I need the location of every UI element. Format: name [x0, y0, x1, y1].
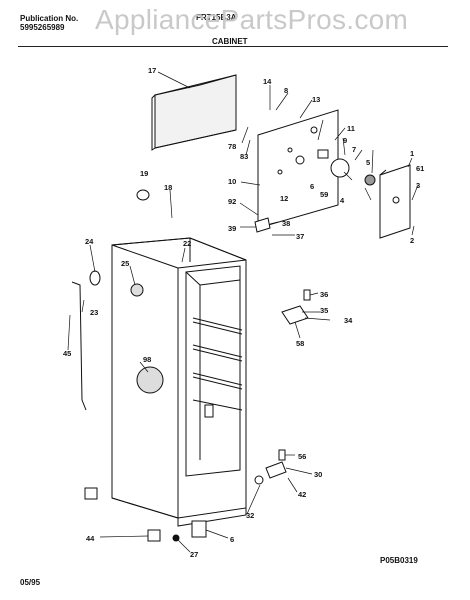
callout-5: 5: [366, 158, 370, 167]
hinge-part-38: [254, 217, 271, 233]
header-rule: [18, 46, 448, 47]
callout-19: 19: [140, 169, 148, 178]
callout-56: 56: [298, 452, 306, 461]
diagram-code: P05B0319: [380, 556, 418, 565]
callout-24: 24: [85, 237, 94, 246]
callout-38: 38: [282, 219, 290, 228]
callout-58: 59: [320, 190, 328, 199]
hinge-part-35: [281, 305, 309, 325]
callout-4: 4: [340, 196, 345, 205]
part-56: [278, 449, 286, 461]
publication-date: 05/95: [20, 578, 41, 587]
callout-8: 8: [284, 86, 288, 95]
watermark: AppliancePartsPros.com: [95, 4, 409, 35]
callout-6-bottom: 6: [230, 535, 234, 544]
callout-13: 13: [312, 95, 320, 104]
callout-78: 78: [228, 142, 236, 151]
control-housing-part-10: [257, 109, 339, 229]
callout-12: 12: [280, 194, 288, 203]
callout-92: 92: [228, 197, 236, 206]
callout-34: 34: [344, 316, 353, 325]
callout-35: 35: [320, 306, 328, 315]
callout-44: 44: [86, 534, 95, 543]
part-36: [303, 289, 311, 301]
callout-23: 23: [90, 308, 98, 317]
callout-37: 37: [296, 232, 304, 241]
callout-18: 18: [164, 183, 172, 192]
callout-3: 3: [416, 181, 420, 190]
callout-7: 7: [352, 145, 356, 154]
callout-17: 17: [148, 66, 156, 75]
leader-lines: [67, 71, 419, 553]
part-25: [130, 283, 144, 297]
callout-32: 32: [246, 511, 254, 520]
callout-10: 10: [228, 177, 236, 186]
callout-39: 39: [228, 224, 236, 233]
part-callouts: 17 14 8 13 78 83 11 9 7 5 1 61 3 2 6 59 …: [63, 66, 424, 559]
callout-9: 9: [343, 136, 347, 145]
callout-1: 1: [410, 149, 414, 158]
callout-27: 27: [190, 550, 198, 559]
callout-59: 58: [296, 339, 304, 348]
hinge-part-30: [265, 461, 287, 479]
callout-11: 11: [347, 124, 355, 133]
screw-part-27: [172, 534, 180, 542]
callout-45: 45: [63, 349, 71, 358]
callout-14: 14: [263, 77, 272, 86]
publication-label: Publication No.: [20, 14, 79, 23]
leveler-part-44a: [84, 487, 98, 500]
callout-25: 25: [121, 259, 129, 268]
callout-2: 2: [410, 236, 414, 245]
publication-number: 5995265989: [20, 23, 65, 32]
control-panel-part-1: [379, 164, 411, 239]
callout-30: 30: [314, 470, 322, 479]
callout-61: 61: [416, 164, 424, 173]
callout-98: 98: [143, 355, 151, 364]
leveler-part-44b: [147, 529, 161, 542]
part-32: [254, 475, 264, 485]
part-98: [136, 366, 164, 394]
model-number: FRT15B3A: [196, 13, 237, 22]
top-panel-part-17: [151, 74, 237, 151]
part-19: [136, 189, 150, 201]
section-title: CABINET: [212, 37, 248, 46]
callout-36: 36: [320, 290, 328, 299]
cabinet-shell: [111, 237, 247, 527]
part-6: [191, 520, 207, 538]
part-24: [89, 270, 101, 286]
callout-6: 6: [310, 182, 314, 191]
drain-tube-part-23: [71, 281, 87, 411]
callout-83: 83: [240, 152, 248, 161]
callout-42: 42: [298, 490, 306, 499]
callout-22: 22: [183, 239, 191, 248]
